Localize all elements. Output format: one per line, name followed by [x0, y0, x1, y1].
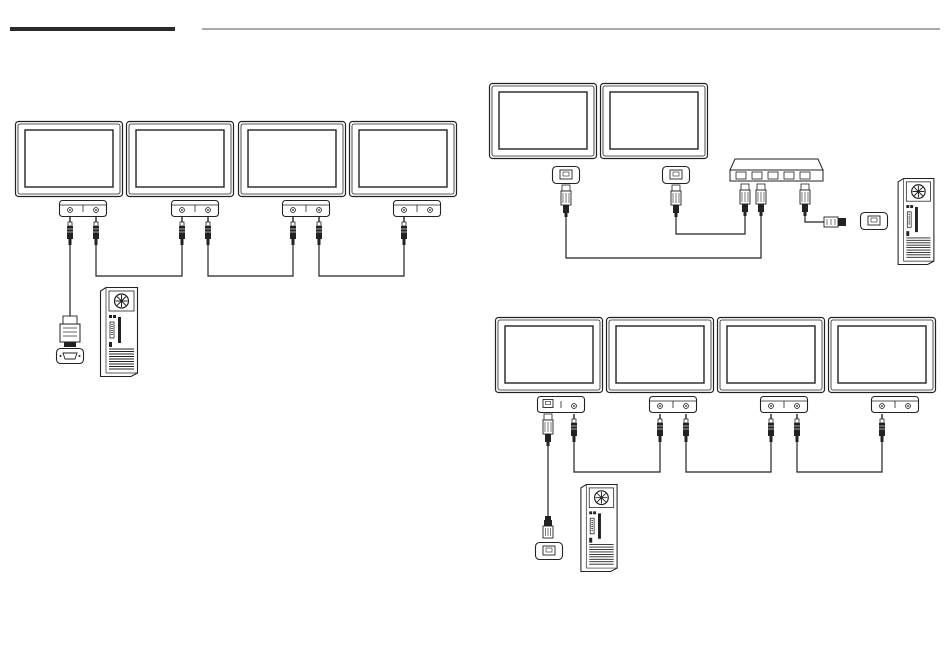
monitor-3 — [239, 122, 346, 197]
rj45-plug — [543, 516, 553, 538]
monitor-4-port-panel — [872, 397, 919, 413]
rj45-plug — [756, 184, 766, 216]
rs232c-plug — [60, 316, 80, 347]
stereo-plug — [768, 414, 774, 442]
rj45-plug — [800, 184, 810, 216]
cable — [676, 216, 745, 234]
rj45-plug — [561, 185, 571, 217]
stereo-plug — [657, 414, 663, 442]
stereo-plug — [93, 217, 99, 245]
monitor-4 — [829, 318, 936, 393]
monitor-1-port-panel — [538, 397, 585, 413]
rs232c-port — [57, 349, 84, 364]
stereo-plug — [571, 414, 577, 442]
stereo-plug — [290, 217, 296, 245]
stereo-plug — [179, 217, 185, 245]
monitor-2 — [607, 318, 714, 393]
pc-tower — [898, 178, 934, 264]
monitor-2-port-panel — [172, 201, 219, 217]
monitor-3-port-panel — [761, 397, 808, 413]
monitor-2 — [127, 122, 234, 197]
lan-port — [536, 543, 563, 560]
cable — [686, 442, 771, 472]
stereo-plug — [316, 217, 322, 245]
monitor-2-port-panel — [650, 397, 697, 413]
monitor-4-port-panel — [394, 201, 441, 217]
cable — [574, 442, 660, 472]
cable — [96, 245, 182, 276]
diagram-lan-via-hub — [490, 84, 934, 265]
stereo-plug — [67, 217, 73, 245]
cable — [208, 245, 293, 276]
rj45-plug — [740, 184, 750, 216]
monitor-3 — [718, 318, 825, 393]
pc-tower — [101, 288, 138, 377]
monitor-2 — [601, 84, 708, 159]
monitor-1-port-panel — [60, 201, 107, 217]
diagram-rs232c-daisy-chain — [16, 122, 457, 377]
section-header-bar — [10, 27, 175, 31]
stereo-plug — [794, 414, 800, 442]
stereo-plug — [879, 414, 885, 442]
lan-port — [861, 213, 888, 230]
stereo-plug — [401, 217, 407, 245]
cable — [797, 442, 882, 472]
cable — [319, 245, 404, 276]
lan-port — [553, 167, 580, 184]
stereo-plug — [205, 217, 211, 245]
cable — [566, 216, 761, 258]
monitor-1 — [490, 84, 597, 159]
rj45-plug — [671, 185, 681, 217]
pc-tower — [581, 484, 617, 571]
cable — [805, 216, 824, 222]
network-hub — [730, 159, 823, 181]
monitor-1 — [496, 318, 603, 393]
rj45-plug — [824, 217, 846, 227]
monitor-1 — [16, 122, 123, 197]
monitor-4 — [350, 122, 457, 197]
monitor-3-port-panel — [283, 201, 330, 217]
stereo-plug — [683, 414, 689, 442]
rj45-plug — [543, 414, 553, 446]
diagram-lan-to-rs232c-chain — [496, 318, 936, 572]
lan-port — [663, 167, 690, 184]
